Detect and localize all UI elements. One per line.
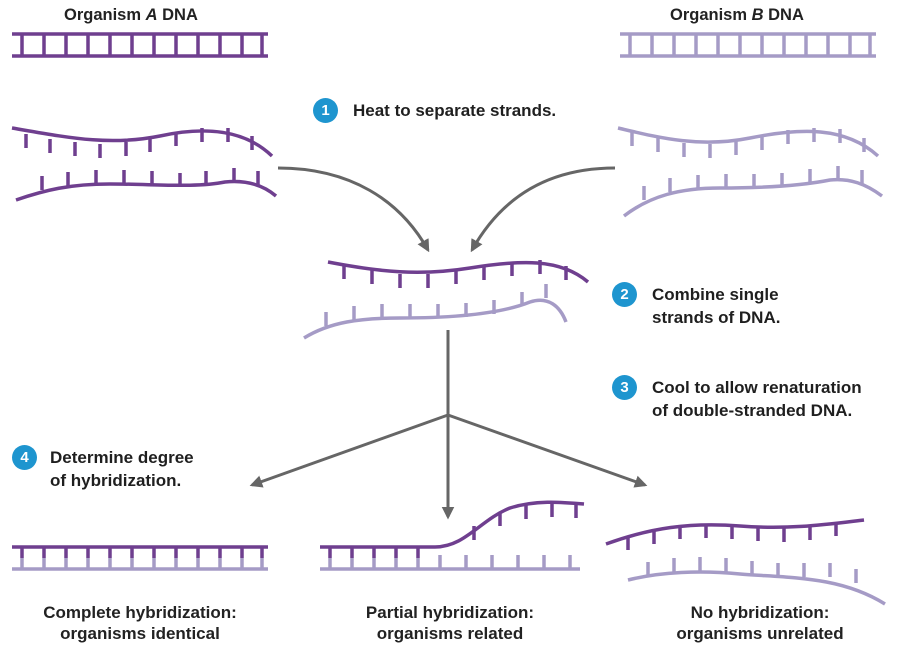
organism-b-letter: B xyxy=(751,6,764,24)
step-3-line-1: Cool to allow renaturation xyxy=(652,378,862,397)
organism-a-letter: A xyxy=(145,6,158,24)
combined-strand-a xyxy=(327,260,590,288)
step-4-line-2: of hybridization. xyxy=(50,471,182,490)
combine-arrows xyxy=(277,166,616,253)
step-2-badge: 2 xyxy=(612,282,637,307)
step-2-line-2: strands of DNA. xyxy=(652,308,781,327)
outcome-partial-line-1: Partial hybridization: xyxy=(365,603,535,622)
step-2-text: Combine single strands of DNA. xyxy=(652,283,780,329)
partial-hybrid xyxy=(320,500,585,571)
arrow-to-complete xyxy=(249,413,449,488)
outcome-complete-line-2: organisms identical xyxy=(60,624,220,643)
no-hybrid xyxy=(605,518,886,606)
step-3-text: Cool to allow renaturation of double-str… xyxy=(652,376,862,422)
branch-arrows xyxy=(249,330,648,520)
organism-a-label: Organism A DNA xyxy=(64,5,198,25)
outcome-none-line-2: organisms unrelated xyxy=(676,624,844,643)
organism-a-single-strands xyxy=(11,126,278,202)
organism-a-suffix: DNA xyxy=(157,6,198,24)
organism-b-double-strand xyxy=(620,32,876,58)
step-1-badge: 1 xyxy=(313,98,338,123)
step-4-badge: 4 xyxy=(12,445,37,470)
outcome-none-line-1: No hybridization: xyxy=(690,603,830,622)
outcome-complete-line-1: Complete hybridization: xyxy=(43,603,237,622)
organism-b-single-strands xyxy=(617,126,884,218)
arrow-from-b xyxy=(470,166,616,253)
step-1-text: Heat to separate strands. xyxy=(353,99,556,122)
step-4-line-1: Determine degree xyxy=(50,448,194,467)
organism-b-label: Organism B DNA xyxy=(670,5,804,25)
arrow-from-a xyxy=(277,166,430,253)
step-3-badge: 3 xyxy=(612,375,637,400)
organism-b-suffix: DNA xyxy=(763,6,804,24)
combined-strand-b xyxy=(303,284,568,340)
outcome-complete-caption: Complete hybridization: organisms identi… xyxy=(5,602,275,644)
step-1-line-1: Heat to separate strands. xyxy=(353,101,557,120)
organism-a-double-strand xyxy=(12,32,268,58)
step-3-line-2: of double-stranded DNA. xyxy=(652,401,853,420)
arrow-to-none xyxy=(447,413,648,488)
outcome-none-caption: No hybridization: organisms unrelated xyxy=(625,602,895,644)
outcome-partial-line-2: organisms related xyxy=(376,624,524,643)
complete-hybrid xyxy=(12,545,268,571)
organism-b-prefix: Organism xyxy=(670,6,752,24)
step-2-line-1: Combine single xyxy=(652,285,779,304)
outcome-partial-caption: Partial hybridization: organisms related xyxy=(315,602,585,644)
organism-a-prefix: Organism xyxy=(64,6,146,24)
step-4-text: Determine degree of hybridization. xyxy=(50,446,194,492)
